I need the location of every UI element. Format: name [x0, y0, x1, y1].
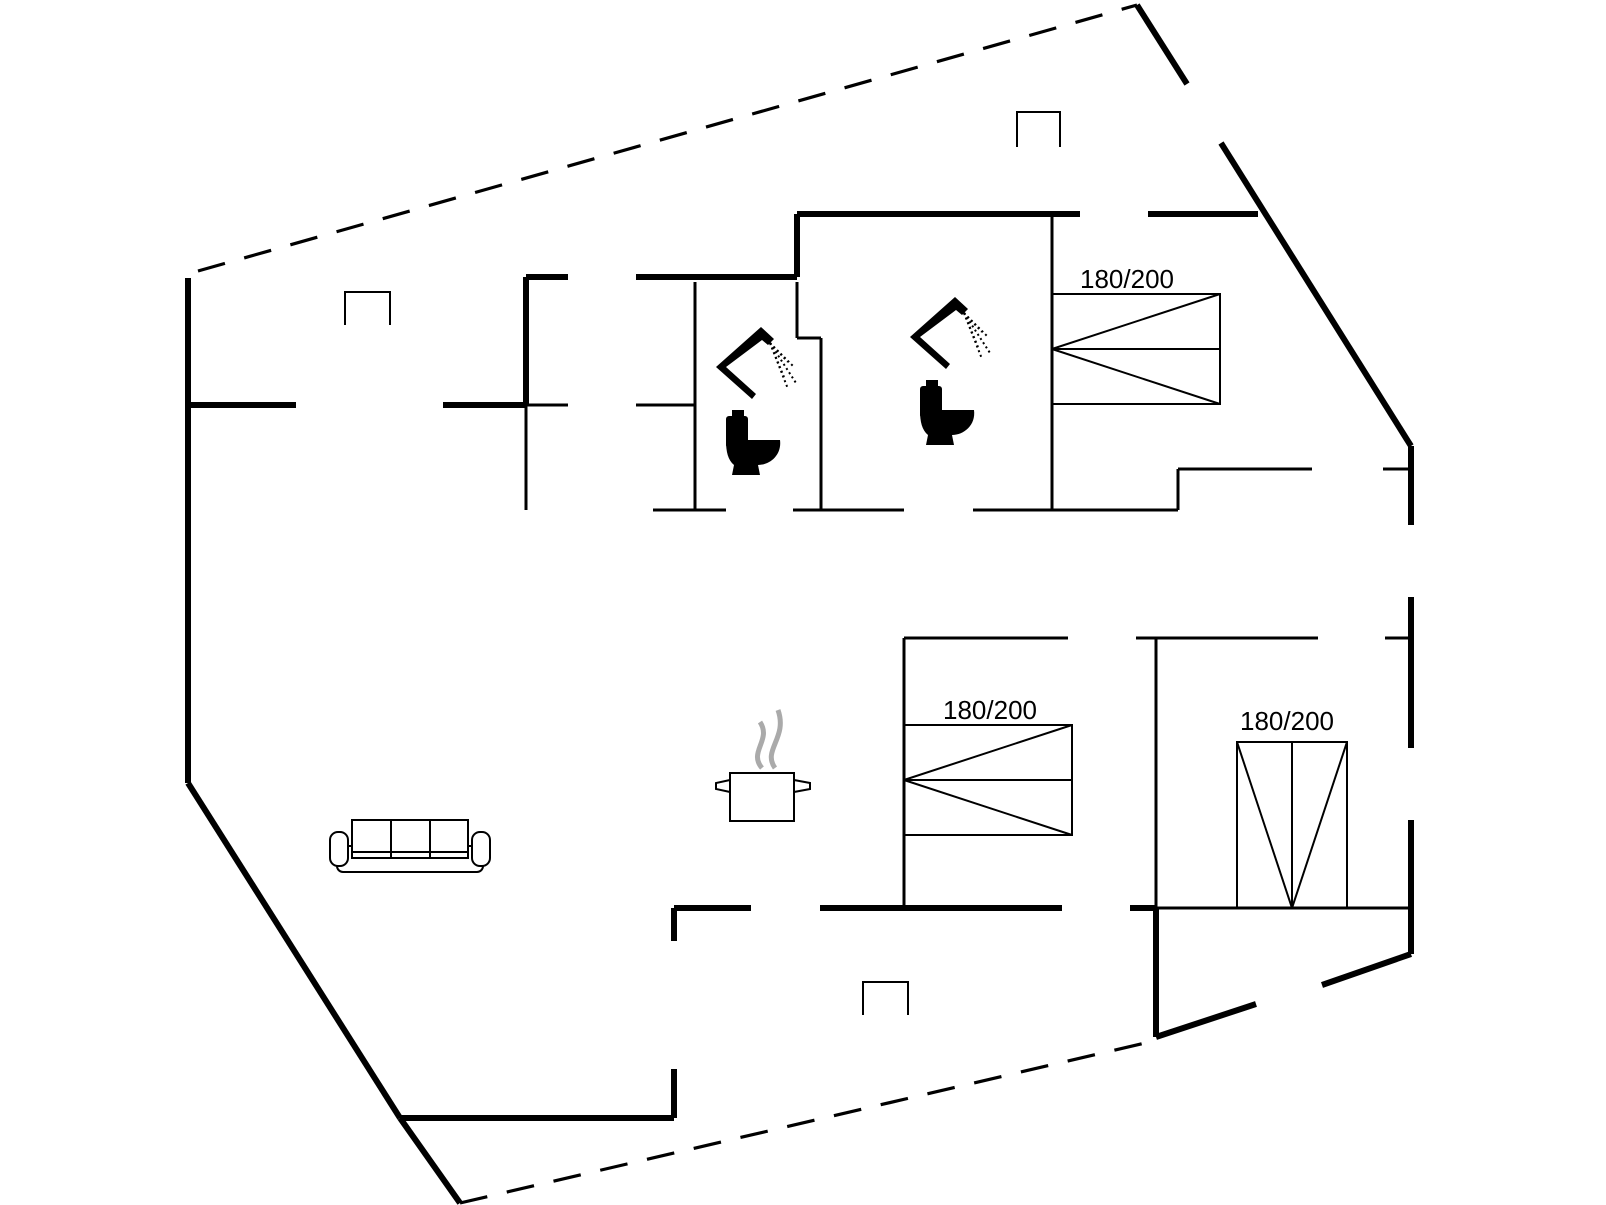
shower-icon — [716, 327, 797, 399]
toilet-icon — [726, 410, 781, 475]
stove-pot-icon — [715, 709, 811, 822]
bed-label: 180/200 — [1080, 264, 1174, 294]
sofa-icon — [329, 819, 491, 873]
bed-top-right: 180/200 — [1051, 264, 1221, 405]
bed-label: 180/200 — [1240, 706, 1334, 736]
interior-walls — [188, 211, 1411, 910]
bed-label: 180/200 — [943, 695, 1037, 725]
terrace-outline — [197, 3, 1146, 1205]
bed-bottom-right: 180/200 — [1236, 706, 1348, 909]
bed-middle: 180/200 — [903, 695, 1073, 836]
window-symbol-icon — [344, 111, 1061, 1015]
shower-icon — [910, 297, 991, 369]
exterior-walls — [185, 3, 1414, 1205]
toilet-icon — [920, 380, 975, 445]
